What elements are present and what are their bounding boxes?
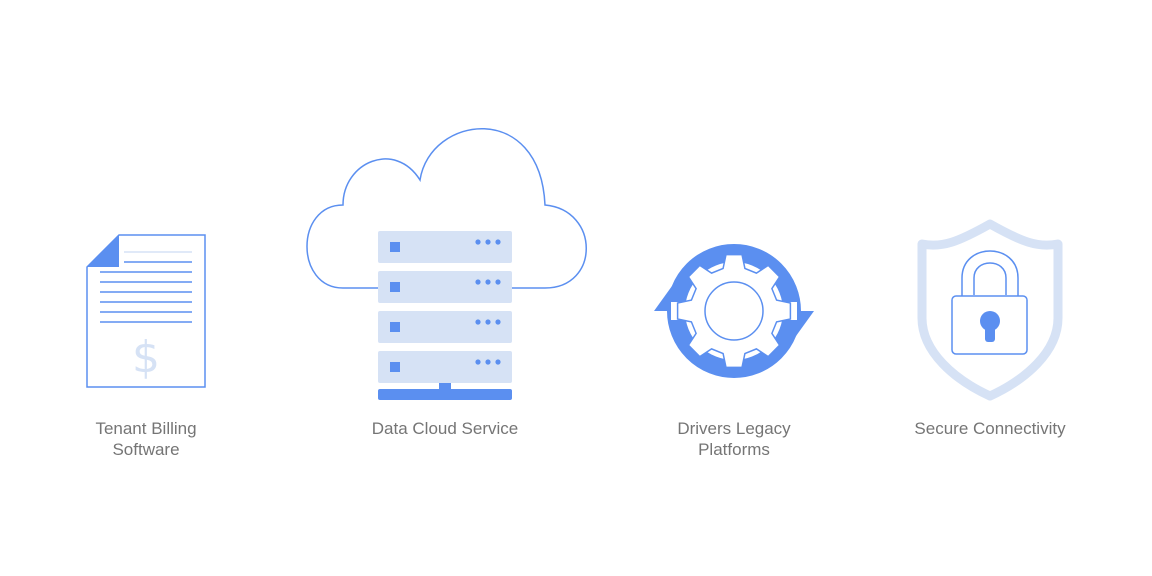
server-rack <box>378 231 512 400</box>
cloud-service-label: Data Cloud Service <box>371 419 519 438</box>
keyhole <box>980 311 1000 331</box>
billing-label: Tenant Billing Software <box>95 419 197 459</box>
padlock-shackle <box>973 262 1007 295</box>
legacy-platforms-label: Drivers Legacy Platforms <box>677 419 791 459</box>
secure-connectivity-label: Secure Connectivity <box>914 419 1066 438</box>
dollar-sign-icon: $ <box>132 332 160 383</box>
